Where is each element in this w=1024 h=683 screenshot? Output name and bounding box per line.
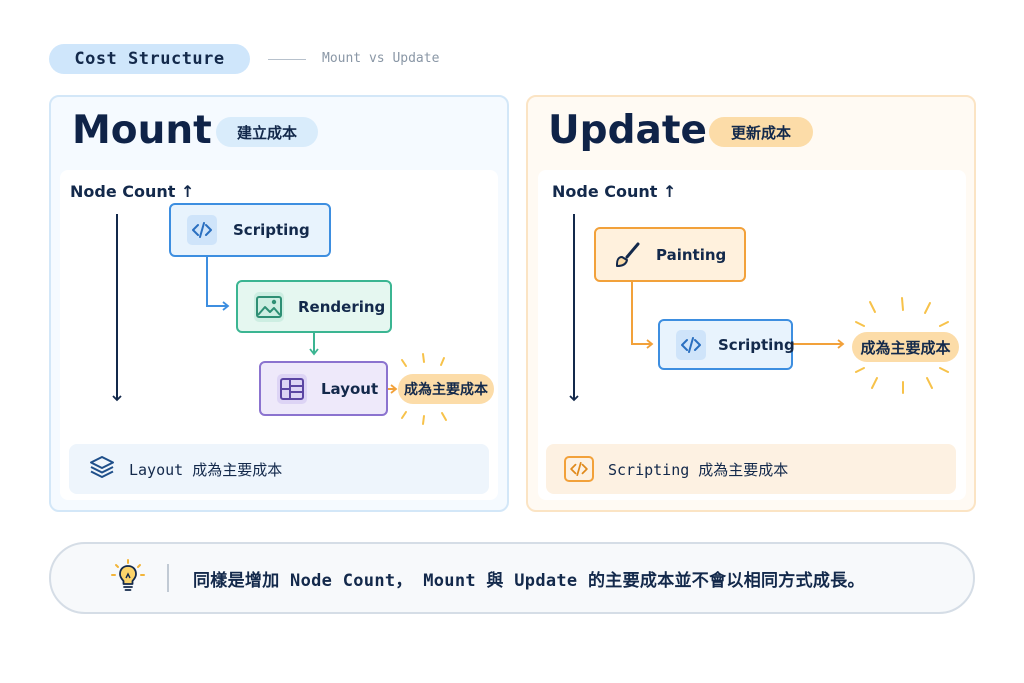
mount-summary-text: Layout 成為主要成本: [129, 460, 283, 479]
mount-node-rendering: Rendering: [236, 280, 392, 333]
connector-painting-scripting: [631, 282, 654, 349]
node-label: Scripting: [718, 335, 795, 354]
update-axis-label: Node Count ↑: [552, 182, 677, 201]
update-node-painting: Painting: [594, 227, 746, 282]
layers-icon: [89, 454, 115, 484]
code-icon: [676, 329, 706, 360]
section-pill: Cost Structure: [49, 44, 250, 74]
mount-axis-label: Node Count ↑: [70, 182, 195, 201]
footer-note: 同樣是增加 Node Count， Mount 與 Update 的主要成本並不…: [49, 542, 975, 614]
mount-title: Mount: [72, 108, 212, 153]
code-icon: [187, 215, 217, 245]
footer-separator: [167, 564, 169, 592]
node-label: Layout: [321, 379, 379, 398]
node-label: Scripting: [233, 221, 310, 239]
update-callout-burst: [855, 297, 949, 394]
node-label: Painting: [656, 245, 727, 264]
connector-scripting-rendering: [206, 257, 230, 311]
lightbulb-icon: [111, 559, 145, 597]
code-icon: [564, 456, 594, 482]
mount-callout-burst: [401, 353, 447, 425]
update-node-scripting: Scripting: [658, 319, 795, 370]
image-icon: [254, 291, 284, 322]
header-divider: [268, 59, 306, 60]
mount-callout: 成為主要成本: [398, 374, 494, 404]
mount-node-layout: Layout: [259, 361, 388, 416]
update-summary: Scripting 成為主要成本: [546, 444, 956, 494]
update-callout: 成為主要成本: [852, 332, 959, 362]
layout-grid-icon: [277, 373, 307, 404]
update-summary-text: Scripting 成為主要成本: [608, 460, 789, 479]
mount-summary: Layout 成為主要成本: [69, 444, 489, 494]
update-title: Update: [548, 108, 707, 153]
update-badge: 更新成本: [709, 117, 813, 147]
footer-text: 同樣是增加 Node Count， Mount 與 Update 的主要成本並不…: [193, 570, 865, 591]
mount-node-scripting: Scripting: [169, 203, 331, 257]
paintbrush-icon: [612, 240, 642, 270]
mount-badge: 建立成本: [216, 117, 318, 147]
node-label: Rendering: [298, 297, 386, 316]
header-subtitle: Mount vs Update: [322, 51, 440, 66]
